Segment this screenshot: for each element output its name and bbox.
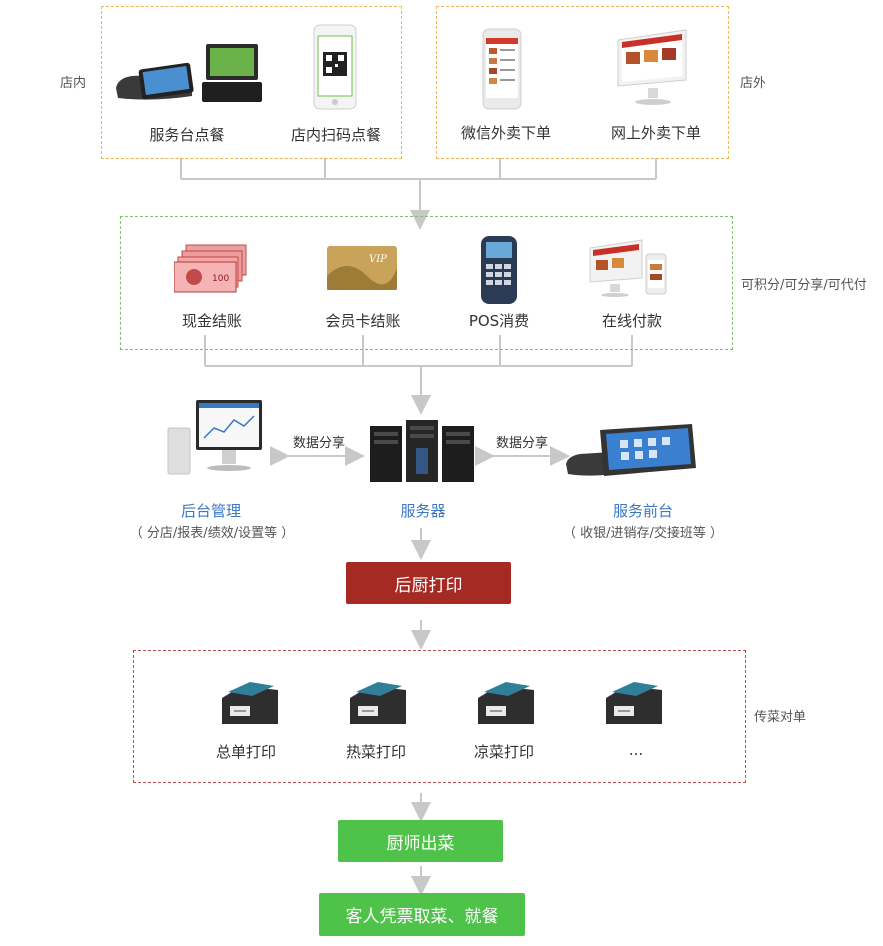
in-store-label: 店内 [60,76,87,91]
cash-icon: 100 [173,243,248,293]
out-store-group [436,6,729,159]
pos-machine-icon [475,236,523,304]
frontdesk-subtitle: （ 收银/进销存/交接班等 ） [562,526,724,541]
chef-serve-block: 厨师出菜 [338,820,503,862]
frontdesk-title: 服务前台 [612,502,674,520]
payment-side-label: 可积分/可分享/可代付 [741,278,867,293]
printer-group [133,650,746,783]
backend-subtitle: （ 分店/报表/绩效/设置等 ） [129,526,295,541]
payment-item-label: POS消费 [468,312,530,330]
mobile-app-icon [482,28,522,110]
payment-item-label: 会员卡结账 [325,312,401,330]
server-title: 服务器 [400,502,446,520]
svg-text:VIP: VIP [369,254,387,265]
payment-item-label: 现金结账 [181,312,243,330]
printer-icon [218,680,282,730]
printer-icon [602,680,666,730]
printer-item-label: ... [628,741,644,759]
order-item-label: 微信外卖下单 [460,124,552,142]
desktop-monitor-icon [614,28,690,110]
order-item-label: 服务台点餐 [149,126,225,144]
printer-item-label: 凉菜打印 [473,743,535,761]
kitchen-print-block: 后厨打印 [346,562,511,604]
online-devices-icon [588,238,668,298]
data-share-right-label: 数据分享 [495,436,549,451]
front-desk-terminal-icon [564,420,700,484]
printer-item-label: 热菜打印 [345,743,407,761]
pos-terminal-icon [112,40,264,104]
data-share-left-label: 数据分享 [292,436,346,451]
printer-icon [474,680,538,730]
guest-pickup-block: 客人凭票取菜、就餐 [319,893,525,936]
payment-item-label: 在线付款 [601,312,663,330]
printer-item-label: 总单打印 [215,743,277,761]
printer-side-label: 传菜对单 [754,710,807,725]
payment-group [120,216,733,350]
printer-icon [346,680,410,730]
in-store-group [101,6,402,159]
svg-text:100: 100 [212,274,229,284]
backend-computer-icon [166,398,266,478]
out-store-label: 店外 [740,76,767,91]
vip-card-icon: VIP [327,246,397,290]
server-rack-icon [370,420,474,484]
backend-title: 后台管理 [180,502,242,520]
qr-phone-icon [313,24,357,110]
order-item-label: 店内扫码点餐 [290,126,382,144]
order-item-label: 网上外卖下单 [610,124,702,142]
